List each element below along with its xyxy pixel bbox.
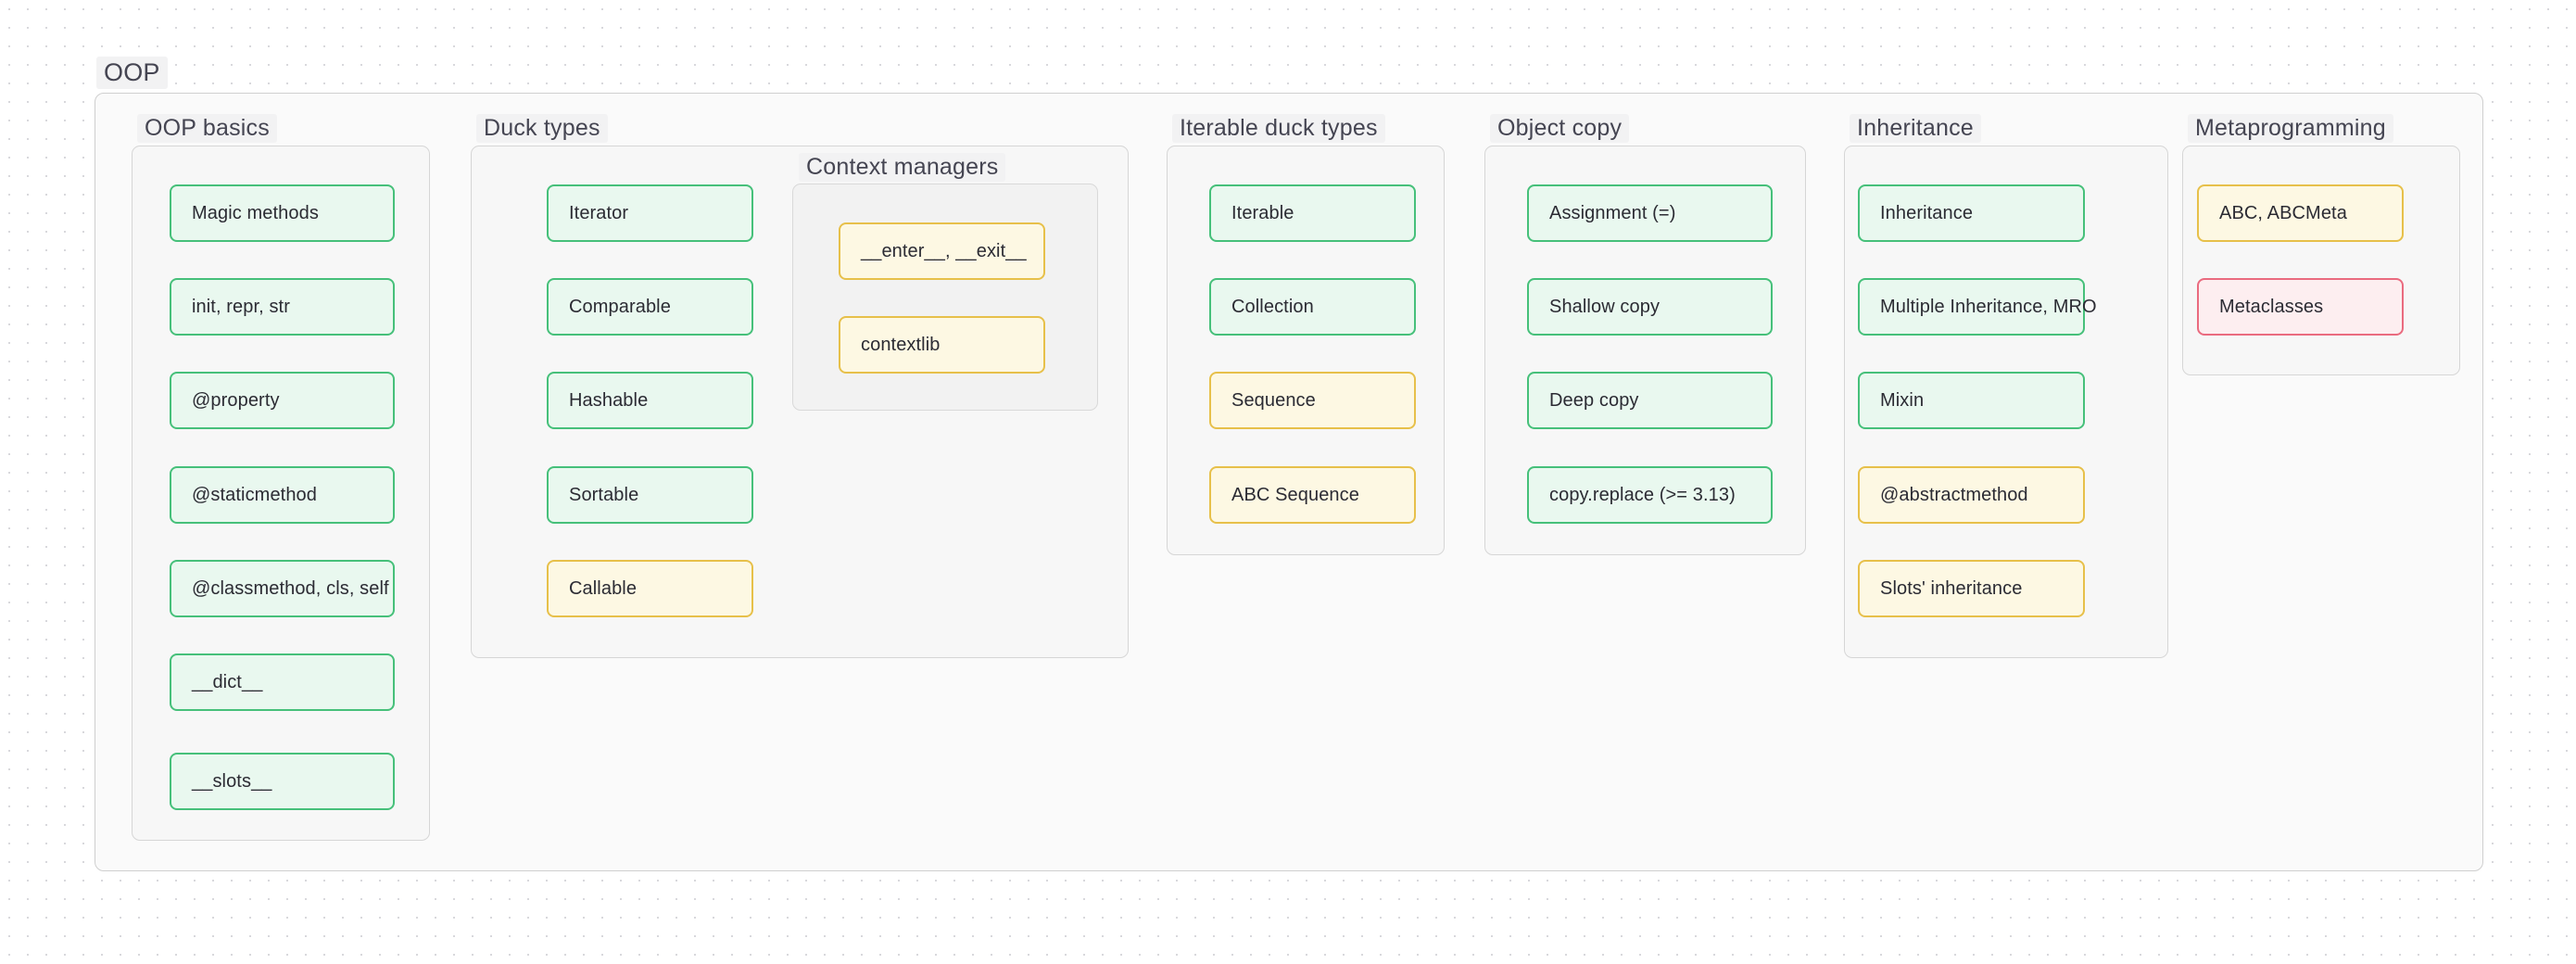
node-collection[interactable]: Collection xyxy=(1209,278,1416,336)
node-inheritance[interactable]: Inheritance xyxy=(1858,184,2085,242)
node-label: Sortable xyxy=(569,484,639,505)
node-multiple-inheritance[interactable]: Multiple Inheritance, MRO xyxy=(1858,278,2097,336)
node-copy-replace[interactable]: copy.replace (>= 3.13) xyxy=(1527,466,1773,524)
node-contextlib[interactable]: contextlib xyxy=(839,316,1045,374)
node-label: init, repr, str xyxy=(192,296,290,317)
node-label: Inheritance xyxy=(1880,202,1974,223)
node-comparable[interactable]: Comparable xyxy=(547,278,753,336)
node-label: Iterator xyxy=(569,202,629,223)
node-label: Deep copy xyxy=(1549,389,1639,411)
node-label: @property xyxy=(192,389,280,411)
node-label: Magic methods xyxy=(192,202,319,223)
node-iterator[interactable]: Iterator xyxy=(547,184,753,242)
node-callable[interactable]: Callable xyxy=(547,560,753,617)
node-enter-exit[interactable]: __enter__, __exit__ xyxy=(839,222,1045,280)
node-label: Slots' inheritance xyxy=(1880,577,2023,599)
node-property[interactable]: @property xyxy=(170,372,395,429)
node-label: ABC Sequence xyxy=(1231,484,1359,505)
node-deep-copy[interactable]: Deep copy xyxy=(1527,372,1773,429)
cluster-title-object-copy: Object copy xyxy=(1490,114,1630,143)
node-shallow-copy[interactable]: Shallow copy xyxy=(1527,278,1773,336)
node-dict[interactable]: __dict__ xyxy=(170,653,395,711)
node-init-repr-str[interactable]: init, repr, str xyxy=(170,278,395,336)
node-label: Callable xyxy=(569,577,638,599)
node-magic-methods[interactable]: Magic methods xyxy=(170,184,395,242)
node-label: __slots__ xyxy=(192,770,272,792)
cluster-context-managers xyxy=(792,184,1098,411)
node-staticmethod[interactable]: @staticmethod xyxy=(170,466,395,524)
cluster-title-context-managers: Context managers xyxy=(799,153,1006,182)
node-label: __enter__, __exit__ xyxy=(861,240,1027,261)
cluster-title-duck-types: Duck types xyxy=(476,114,608,143)
node-label: Hashable xyxy=(569,389,649,411)
node-label: ABC, ABCMeta xyxy=(2219,202,2347,223)
node-mixin[interactable]: Mixin xyxy=(1858,372,2085,429)
node-label: Metaclasses xyxy=(2219,296,2324,317)
node-label: copy.replace (>= 3.13) xyxy=(1549,484,1736,505)
cluster-title-metaprogramming: Metaprogramming xyxy=(2188,114,2393,143)
node-label: @classmethod, cls, self xyxy=(192,577,389,599)
cluster-title-oop-basics: OOP basics xyxy=(137,114,277,143)
node-label: Iterable xyxy=(1231,202,1294,223)
node-label: Shallow copy xyxy=(1549,296,1661,317)
cluster-metaprogramming xyxy=(2182,146,2460,375)
node-abc-sequence[interactable]: ABC Sequence xyxy=(1209,466,1416,524)
node-label: @staticmethod xyxy=(192,484,317,505)
node-slots[interactable]: __slots__ xyxy=(170,753,395,810)
node-hashable[interactable]: Hashable xyxy=(547,372,753,429)
node-label: Assignment (=) xyxy=(1549,202,1676,223)
node-label: Collection xyxy=(1231,296,1314,317)
node-sortable[interactable]: Sortable xyxy=(547,466,753,524)
node-classmethod[interactable]: @classmethod, cls, self xyxy=(170,560,395,617)
node-abstractmethod[interactable]: @abstractmethod xyxy=(1858,466,2085,524)
cluster-title-inheritance: Inheritance xyxy=(1850,114,1981,143)
cluster-title-iterable-duck-types: Iterable duck types xyxy=(1172,114,1385,143)
node-slots-inheritance[interactable]: Slots' inheritance xyxy=(1858,560,2085,617)
node-label: Sequence xyxy=(1231,389,1316,411)
node-label: Multiple Inheritance, MRO xyxy=(1880,296,2097,317)
node-iterable[interactable]: Iterable xyxy=(1209,184,1416,242)
node-metaclasses[interactable]: Metaclasses xyxy=(2197,278,2404,336)
node-assignment[interactable]: Assignment (=) xyxy=(1527,184,1773,242)
node-sequence[interactable]: Sequence xyxy=(1209,372,1416,429)
root-cluster-title: OOP xyxy=(96,57,168,89)
node-abc-abcmeta[interactable]: ABC, ABCMeta xyxy=(2197,184,2404,242)
node-label: Mixin xyxy=(1880,389,1925,411)
node-label: __dict__ xyxy=(192,671,263,692)
node-label: @abstractmethod xyxy=(1880,484,2028,505)
node-label: Comparable xyxy=(569,296,671,317)
node-label: contextlib xyxy=(861,334,941,355)
